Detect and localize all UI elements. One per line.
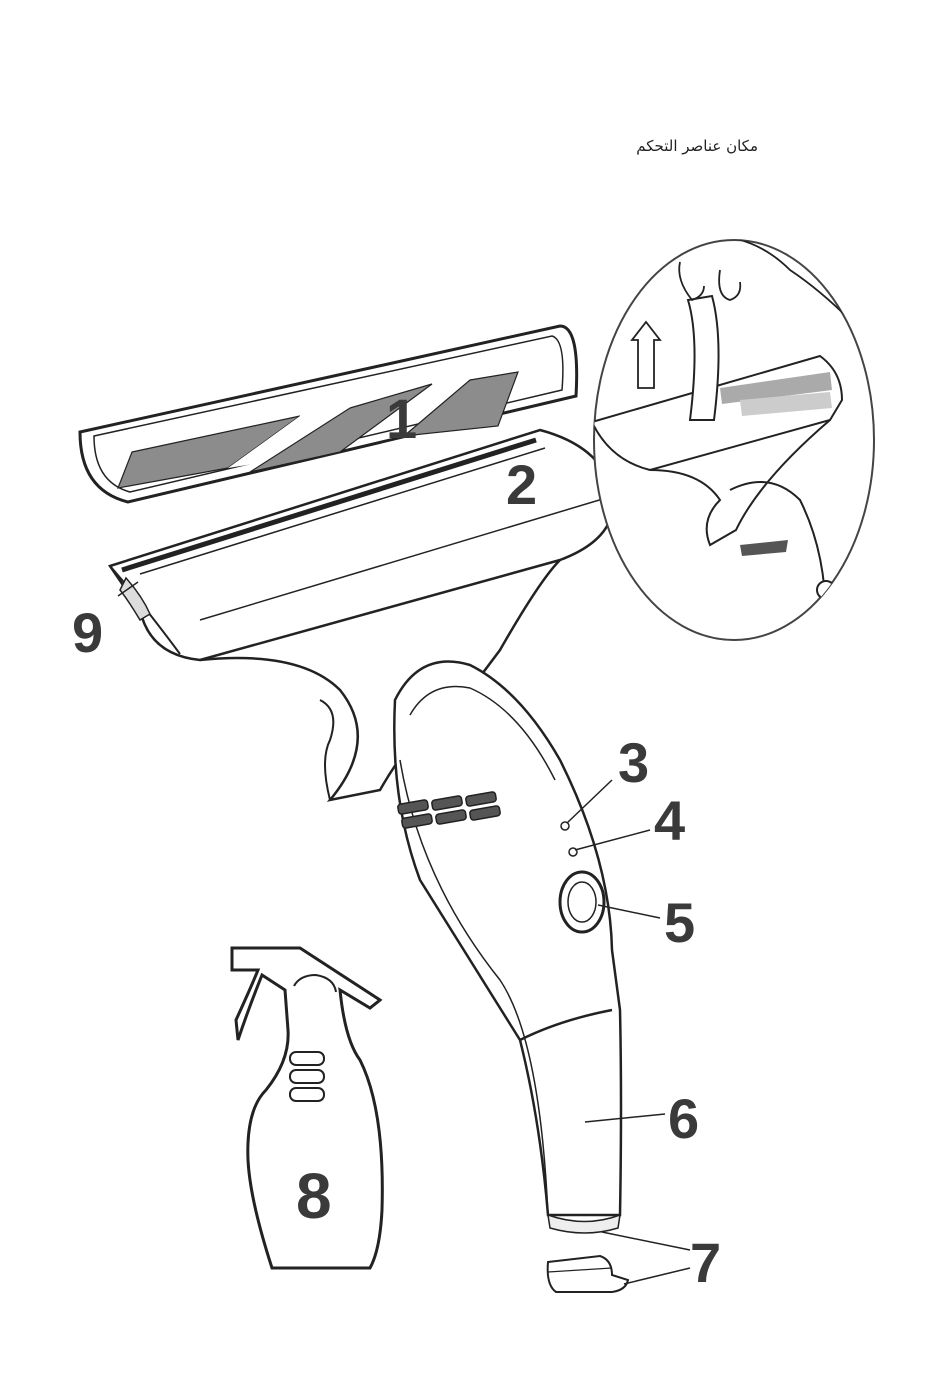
label-9: 9: [72, 601, 103, 664]
label-7: 7: [690, 1231, 721, 1294]
label-4: 4: [654, 789, 685, 852]
label-3: 3: [618, 731, 649, 794]
label-6: 6: [668, 1087, 699, 1150]
label-5: 5: [664, 891, 695, 954]
device-body: [394, 662, 621, 1233]
label-2: 2: [506, 453, 537, 516]
label-8: 8: [296, 1160, 332, 1232]
plug-cap: [548, 1256, 628, 1292]
inset-detail: [592, 230, 874, 640]
label-1: 1: [386, 387, 417, 450]
